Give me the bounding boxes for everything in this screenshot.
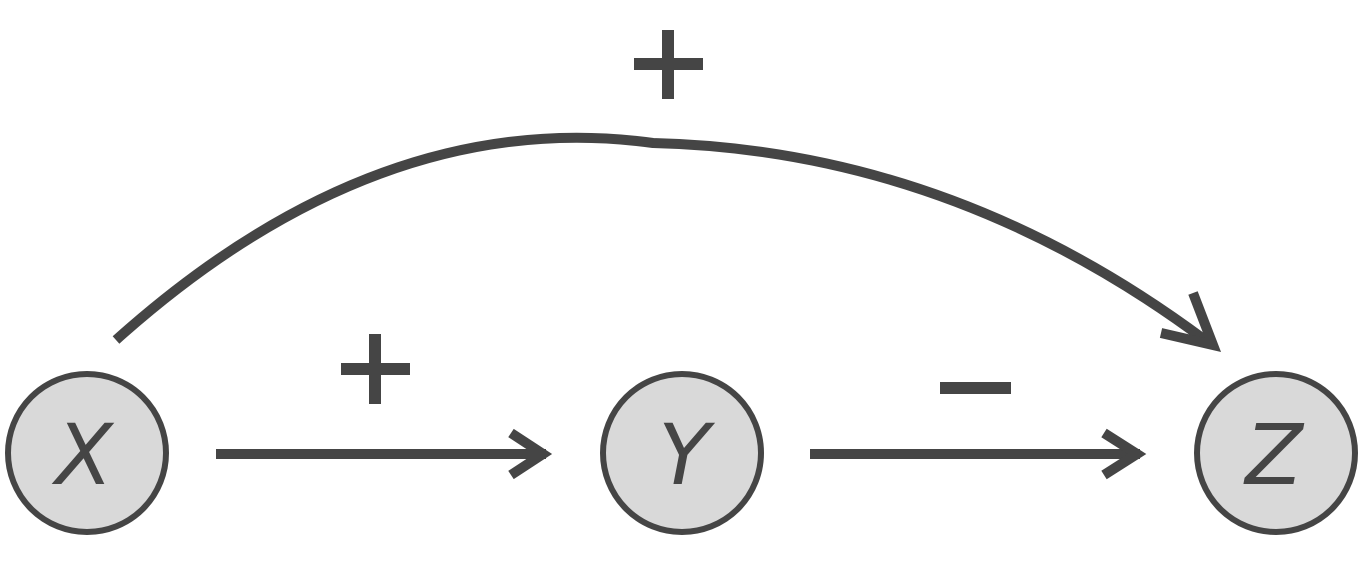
node-y: Y [600, 371, 764, 535]
edge-x-to-y-arrowhead [508, 428, 553, 480]
node-z-circle [1194, 371, 1358, 535]
sign-x-to-y [341, 334, 410, 404]
node-x-circle [5, 371, 169, 535]
node-z-label: Z [1243, 406, 1305, 504]
node-x: X [5, 371, 169, 535]
edge-y-to-z-arrowhead [1101, 428, 1147, 480]
edge-y-to-z [810, 428, 1147, 480]
node-x-label: X [51, 406, 115, 504]
edge-x-to-z [112, 132, 1222, 352]
node-z: Z [1194, 371, 1358, 535]
edge-x-to-z-curve [112, 132, 1208, 345]
node-y-circle [600, 371, 764, 535]
node-y-label: Y [658, 406, 715, 504]
sign-x-to-z [634, 30, 703, 99]
edge-x-to-z-arrowhead [1159, 291, 1222, 352]
edge-x-to-y [216, 428, 553, 480]
